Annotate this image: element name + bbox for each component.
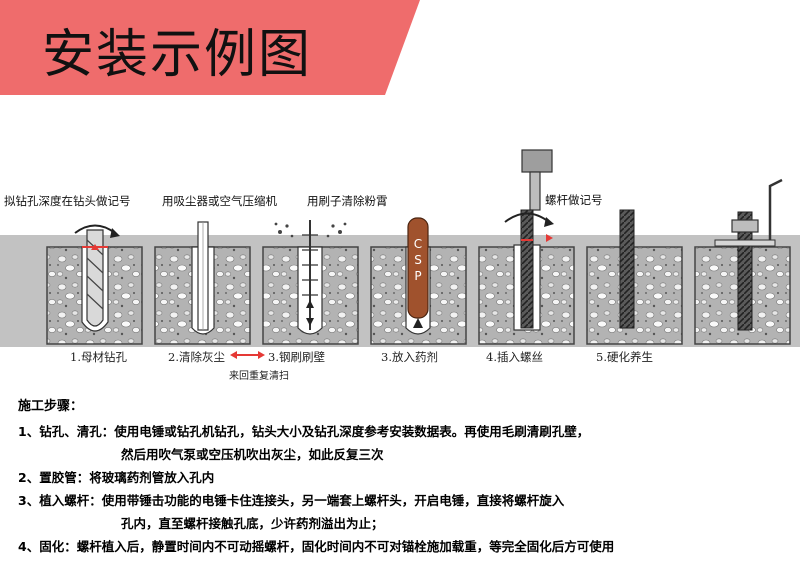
- instruction-line: 2、置胶管：将玻璃药剂管放入孔内: [18, 470, 215, 485]
- step-label-4: 3.放入药剂: [381, 350, 438, 364]
- repeat-arrow: [230, 351, 265, 359]
- instruction-line: 孔内，直至螺杆接触孔底，少许药剂溢出为止；: [121, 516, 384, 531]
- label-drill-depth: 拟钻孔深度在钻头做记号: [4, 194, 131, 208]
- fixed-bracket: [714, 178, 783, 331]
- svg-text:C: C: [414, 237, 422, 251]
- instruction-line: 4、固化：螺杆植入后，静置时间内不可动摇螺杆，固化时间内不可对锚栓施加载重，等完…: [18, 539, 615, 554]
- label-rod-mark: 螺杆做记号: [545, 193, 603, 207]
- step-label-6: 5.硬化养生: [596, 350, 653, 364]
- label-vacuum: 用吸尘器或空气压缩机: [162, 194, 277, 208]
- vacuum-tube: [191, 221, 215, 335]
- cured-rod: [619, 209, 635, 329]
- instruction-line: 3、植入螺杆：使用带锤击功能的电锤卡住连接头，另一端套上螺杆头，开启电锤，直接将…: [18, 493, 565, 508]
- label-brush: 用刷子清除粉霄: [307, 194, 388, 208]
- concrete-blocks: [46, 246, 791, 345]
- step-label-5: 4.插入螺丝: [486, 350, 543, 364]
- svg-text:S: S: [414, 253, 422, 267]
- step-label-1: 1.母材钻孔: [70, 350, 127, 364]
- rod-insertion: [504, 149, 554, 331]
- title-banner: [0, 0, 420, 95]
- instructions: 施工步骤： 1、钻孔、清孔：使用电锤或钻孔机钻孔，钻头大小及钻孔深度参考安装数据…: [18, 395, 793, 558]
- wire-brush: [274, 220, 347, 335]
- svg-text:P: P: [414, 269, 421, 283]
- instruction-line: 然后用吹气泵或空压机吹出灰尘，如此反复三次: [121, 447, 384, 462]
- step-label-2: 2.清除灰尘: [168, 350, 225, 364]
- repeat-note: 来回重复清扫: [229, 371, 289, 382]
- page-title: 安装示例图: [42, 25, 313, 85]
- instruction-line: 1、钻孔、清孔：使用电锤或钻孔机钻孔，钻头大小及钻孔深度参考安装数据表。再使用毛…: [18, 424, 590, 439]
- instructions-heading: 施工步骤：: [18, 399, 84, 414]
- drill-bit: [74, 224, 120, 332]
- ground-band: [0, 235, 800, 347]
- resin-capsule: C S P: [405, 217, 431, 335]
- step-label-3: 3.钢刷刷壁: [268, 350, 325, 364]
